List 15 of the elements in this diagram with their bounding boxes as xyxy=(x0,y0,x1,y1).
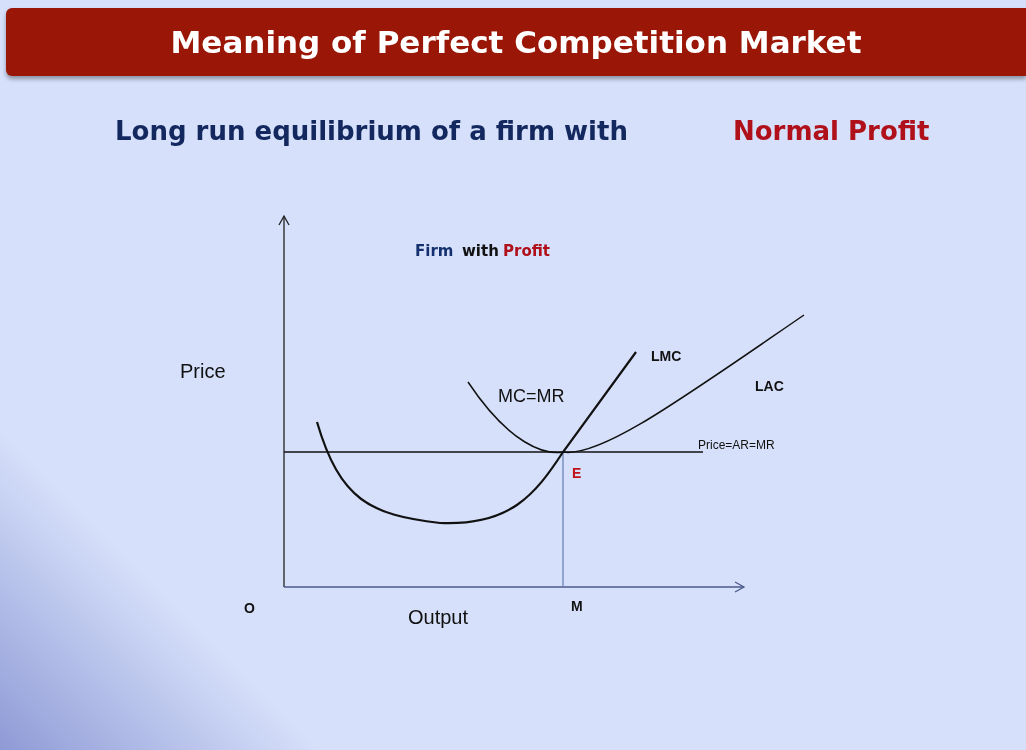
subtitle: Long run equilibrium of a firm with xyxy=(115,116,628,146)
origin-label: O xyxy=(244,600,255,616)
point-label: M xyxy=(571,598,583,614)
title: Meaning of Perfect Competition Market xyxy=(170,24,862,60)
line-label: Price=AR=MR xyxy=(698,438,775,452)
curve-label: LMC xyxy=(651,348,682,364)
chart-annotation: Profit xyxy=(503,242,550,260)
chart-annotation: with xyxy=(462,242,499,260)
curve-label: LAC xyxy=(755,378,784,394)
axis-label: Output xyxy=(408,606,469,629)
curve-label: MC=MR xyxy=(498,386,565,407)
chart-annotation: Firm xyxy=(415,242,454,260)
subtitle-highlight: Normal Profit xyxy=(733,116,930,146)
point-label: E xyxy=(572,465,582,481)
axis-label: Price xyxy=(180,360,226,383)
